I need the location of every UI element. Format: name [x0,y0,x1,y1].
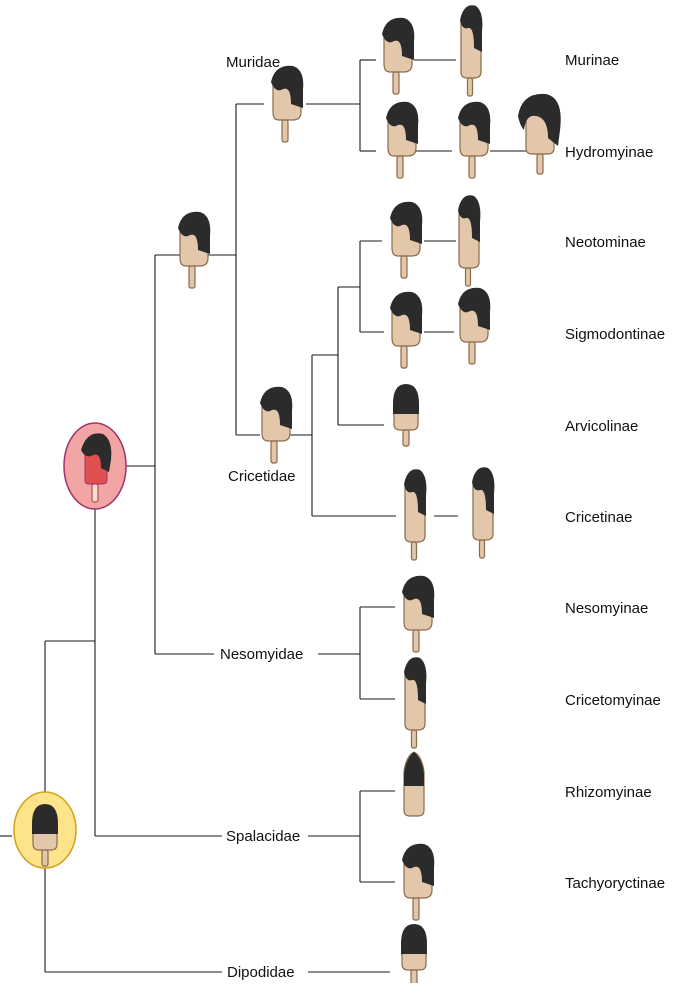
rounded-organ-icon [392,383,420,447]
root-node [13,791,77,869]
hooked-organ-icon [385,101,419,179]
label-tachyoryctinae: Tachyoryctinae [565,875,665,892]
cone-organ-icon [403,751,425,817]
label-neotominae: Neotominae [565,234,646,251]
subfamily-labels: Murinae Hydromyinae Neotominae Sigmodont… [565,52,665,892]
hooked-organ-icon [270,65,304,143]
tall-organ-icon [471,466,495,559]
label-muridae: Muridae [226,54,280,71]
label-rhizomyinae: Rhizomyinae [565,784,652,801]
label-nesomyidae: Nesomyidae [220,646,303,663]
label-cricetinae: Cricetinae [565,509,633,526]
label-cricetomyinae: Cricetomyinae [565,692,661,709]
hooked-organ-icon [457,101,491,179]
label-arvicolinae: Arvicolinae [565,418,638,435]
rounded-organ-icon [400,923,428,987]
hooked-organ-icon [381,17,415,95]
label-spalacidae: Spalacidae [226,828,300,845]
hooked-organ-icon [517,93,562,175]
hooked-organ-icon [401,843,435,921]
hooked-organ-icon [401,575,435,653]
label-hydromyinae: Hydromyinae [565,144,653,161]
label-sigmodontinae: Sigmodontinae [565,326,665,343]
label-cricetidae: Cricetidae [228,468,296,485]
muroid-node [63,422,127,510]
hooked-organ-icon [389,291,423,369]
family-labels: Muridae Cricetidae Nesomyidae Spalacidae… [220,54,303,981]
tall-organ-icon [403,656,427,749]
tree-branches [0,59,528,973]
hooked-organ-icon [177,211,211,289]
label-nesomyinae: Nesomyinae [565,600,648,617]
label-murinae: Murinae [565,52,619,69]
hooked-organ-icon [259,386,293,464]
tall-organ-icon [459,4,483,97]
hooked-organ-icon [457,287,491,365]
label-dipodidae: Dipodidae [227,964,295,981]
tall-organ-icon [403,468,427,561]
hooked-organ-icon [389,201,423,279]
tall-organ-icon [457,194,481,287]
